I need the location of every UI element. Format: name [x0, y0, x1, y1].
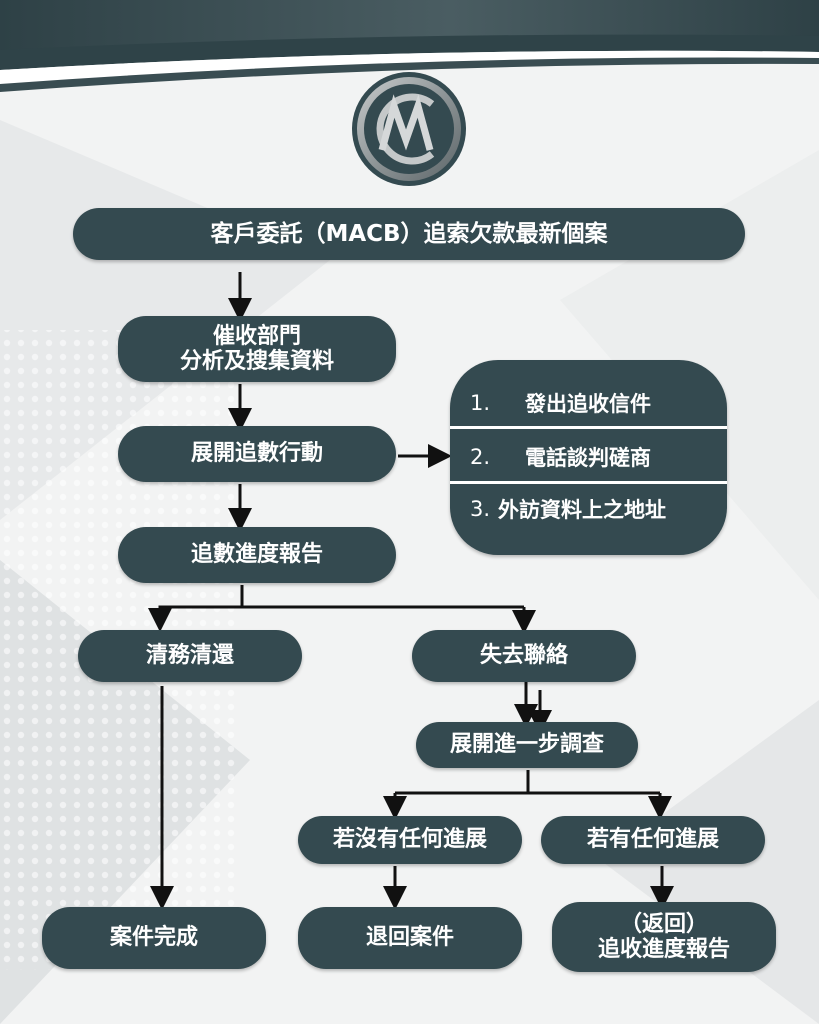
action-divider-2	[450, 481, 727, 484]
node-no-progress: 若沒有任何進展	[298, 816, 522, 864]
node-lost-contact-label: 失去聯絡	[479, 643, 568, 669]
action-num-2: 2.	[470, 445, 491, 469]
node-no-progress-label: 若沒有任何進展	[332, 827, 487, 853]
node-further-investigation: 展開進一步調查	[416, 722, 638, 768]
node-return-report-line1: （返回）	[619, 911, 708, 937]
node-client-entrust: 客戶委託（MACB）追索欠款最新個案	[73, 208, 745, 260]
action-divider-1	[450, 426, 727, 429]
node-collection-dept-line1: 催收部門	[212, 323, 301, 349]
action-text-1: 發出追收信件	[525, 392, 651, 416]
macb-logo	[350, 70, 468, 188]
action-item-1: 1. 發出追收信件	[450, 382, 727, 424]
action-item-2: 2. 電話談判磋商	[450, 436, 727, 478]
node-case-complete: 案件完成	[42, 907, 266, 969]
node-has-progress-label: 若有任何進展	[586, 827, 719, 853]
action-text-2: 電話談判磋商	[525, 446, 651, 470]
node-progress-report: 追數進度報告	[118, 527, 396, 583]
action-num-1: 1.	[470, 391, 491, 415]
action-num-3: 3.	[470, 497, 491, 521]
node-lost-contact: 失去聯絡	[412, 630, 636, 682]
node-return-report: （返回） 追收進度報告	[552, 902, 776, 972]
node-collection-dept-line2: 分析及搜集資料	[179, 349, 334, 374]
node-start-action: 展開追數行動	[118, 426, 396, 482]
node-cleared: 清務清還	[78, 630, 302, 682]
node-collection-dept: 催收部門 分析及搜集資料	[118, 316, 396, 382]
node-has-progress: 若有任何進展	[541, 816, 765, 864]
action-item-3: 3. 外訪資料上之地址	[450, 488, 727, 530]
action-list: 1. 發出追收信件 2. 電話談判磋商 3. 外訪資料上之地址	[450, 360, 727, 555]
node-start-action-label: 展開追數行動	[190, 441, 323, 467]
action-text-3: 外訪資料上之地址	[498, 498, 666, 522]
node-progress-report-label: 追數進度報告	[190, 542, 323, 568]
node-cleared-label: 清務清還	[145, 643, 234, 669]
node-further-investigation-label: 展開進一步調查	[449, 732, 604, 758]
node-return-case: 退回案件	[298, 907, 522, 969]
node-case-complete-label: 案件完成	[109, 925, 198, 951]
node-client-entrust-label: 客戶委託（MACB）追索欠款最新個案	[210, 220, 608, 247]
node-return-case-label: 退回案件	[365, 925, 454, 951]
node-return-report-line2: 追收進度報告	[597, 937, 730, 962]
